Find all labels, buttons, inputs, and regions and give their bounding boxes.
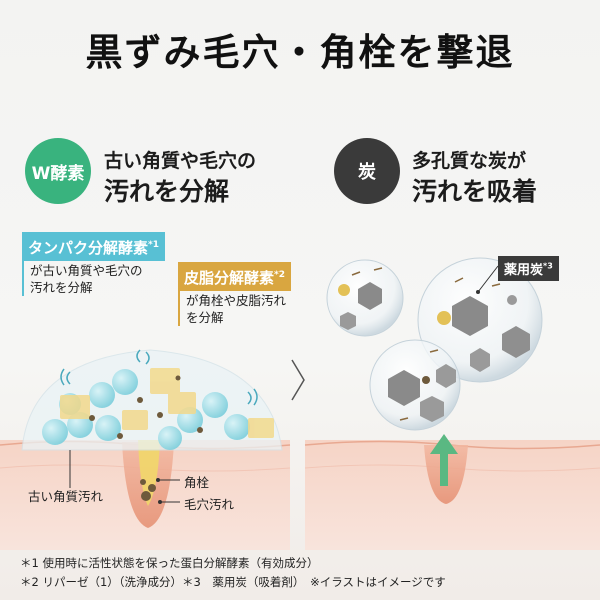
charcoal-badge: 炭 — [334, 138, 400, 204]
footnote-line2: ＊2 リパーゼ（1）（洗浄成分）＊3 薬用炭（吸着剤） ※イラストはイメージです — [20, 575, 446, 589]
charcoal-bubble-3 — [369, 339, 461, 431]
page-title: 黒ずみ毛穴・角栓を撃退 — [85, 31, 515, 74]
left-heading-line2: 汚れを分解 — [104, 177, 230, 206]
charcoal-bubble-2 — [417, 257, 543, 383]
protease-name: タンパク分解酵素 — [28, 239, 149, 257]
plug-label: 角栓 — [184, 475, 210, 490]
charcoal-label: 薬用炭 — [504, 263, 544, 278]
lipase-desc-line2: を分解 — [186, 310, 224, 325]
footnote-line1: ＊1 使用時に活性状態を保った蛋白分解酵素（有効成分） — [20, 556, 319, 570]
motion-marks — [60, 349, 258, 406]
pore-dirt-label: 毛穴汚れ — [184, 497, 235, 512]
enzyme-badge: W酵素 — [25, 138, 91, 204]
plug-left — [138, 440, 160, 506]
charcoal-bubble-1 — [326, 259, 404, 337]
lipase-name: 皮脂分解酵素 — [184, 269, 275, 287]
protease-tag: タンパク分解酵素*1 — [22, 232, 165, 261]
protease-desc-line2: 汚れを分解 — [30, 280, 93, 295]
protease-bar — [22, 256, 24, 296]
lipase-desc-line1: が角栓や皮脂汚れ — [186, 293, 287, 308]
chevron-right-icon — [291, 359, 305, 401]
charcoal-mark: *3 — [543, 261, 553, 271]
left-heading-line1: 古い角質や毛穴の — [104, 150, 257, 172]
right-heading-line2: 汚れを吸着 — [412, 177, 538, 206]
protease-mark: *1 — [148, 240, 159, 250]
sebum-blocks — [60, 368, 274, 438]
old-skin-label: 古い角質汚れ — [28, 489, 104, 504]
right-heading-line1: 多孔質な炭が — [412, 150, 527, 172]
up-arrow-icon — [430, 434, 458, 486]
charcoal-tag: 薬用炭*3 — [498, 256, 559, 281]
enzyme-balls — [42, 369, 250, 450]
lipase-mark: *2 — [274, 270, 285, 280]
lipase-bar — [178, 286, 180, 326]
dirt-specks — [89, 375, 203, 439]
protease-desc-line1: が古い角質や毛穴の — [30, 263, 143, 278]
charcoal-dirt — [351, 267, 501, 421]
lipase-tag: 皮脂分解酵素*2 — [178, 262, 291, 291]
